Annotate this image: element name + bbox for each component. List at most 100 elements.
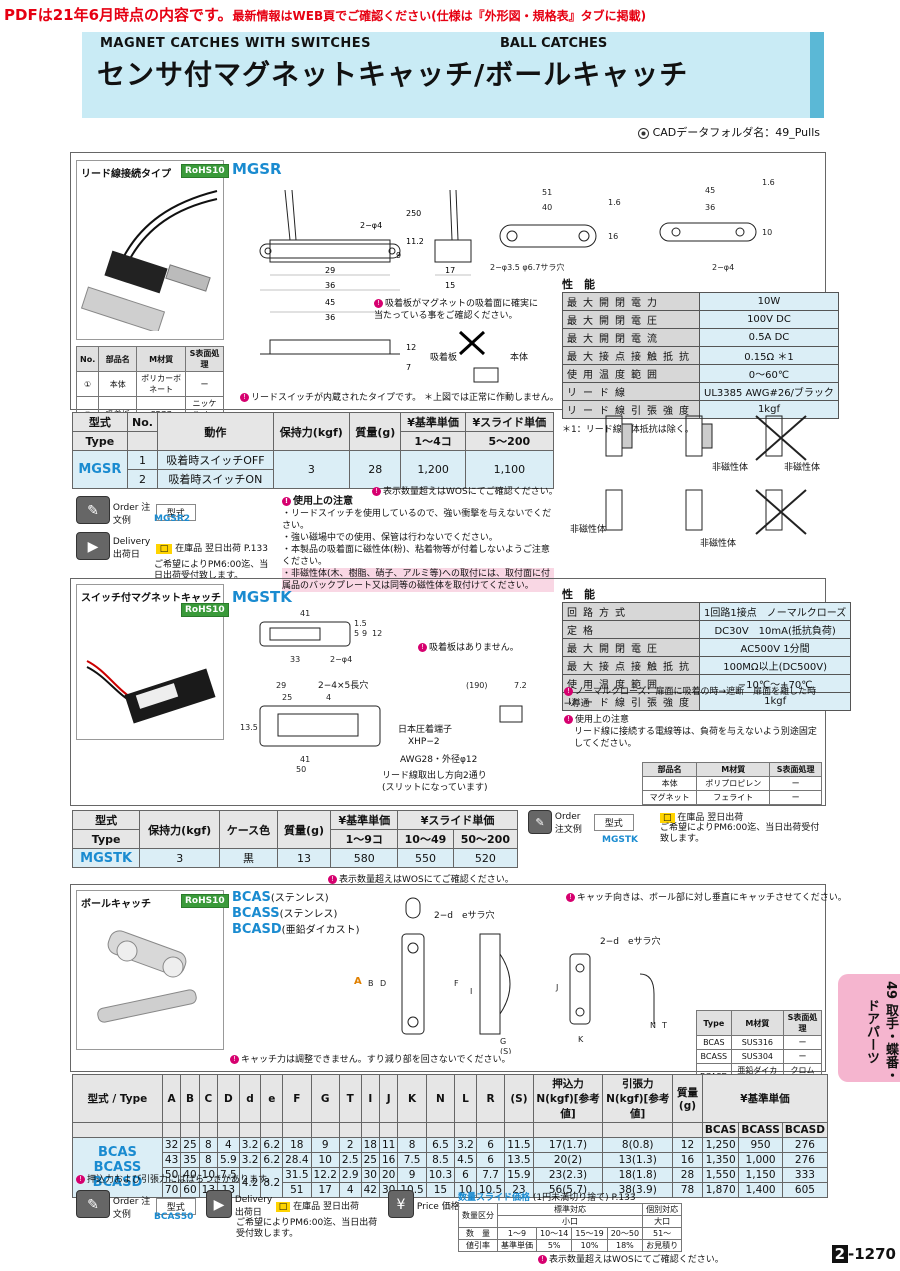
ball-cell: 28.4 bbox=[282, 1152, 312, 1168]
mat-cell: ポリカーボネート bbox=[136, 371, 186, 397]
ball-col-header: B bbox=[180, 1074, 200, 1123]
ball-cell: 32 bbox=[161, 1137, 182, 1153]
order-icon: ✎ bbox=[528, 810, 552, 834]
mat-row: 本体ポリプロピレンー bbox=[641, 776, 822, 791]
ball-cell: 12 bbox=[672, 1137, 703, 1153]
mat-header: M材質 bbox=[136, 346, 186, 372]
ball-cell: 333 bbox=[781, 1167, 829, 1183]
perf-key: 最大開閉電力 bbox=[562, 292, 700, 311]
ball-cell: 8.5 bbox=[425, 1152, 456, 1168]
mgsr-type-label: リード線接続タイプ bbox=[81, 169, 171, 180]
svg-text:29: 29 bbox=[276, 681, 286, 690]
ball-cell: 11.5 bbox=[504, 1137, 534, 1153]
perf-value: 1kgf bbox=[698, 692, 852, 711]
slide-qty-cell: 51〜 bbox=[642, 1227, 683, 1240]
stock-icon: □ bbox=[275, 1202, 291, 1212]
mgstk-product-photo bbox=[86, 660, 216, 724]
ball-cell: 10.3 bbox=[425, 1167, 456, 1183]
stock-icon: □ bbox=[660, 813, 675, 823]
svg-text:5: 5 bbox=[354, 629, 359, 638]
slide-qty-cell: 20〜50 bbox=[606, 1227, 644, 1240]
mgstk-hole-label: 2−4×5長穴 bbox=[318, 681, 369, 691]
ball-cell: 6 bbox=[454, 1167, 477, 1183]
ball-cell: 1,250 bbox=[701, 1137, 740, 1153]
delivery-truck-icon: ▶ bbox=[206, 1190, 232, 1218]
ball-cell: 4 bbox=[217, 1137, 240, 1153]
slide-rate-cell: 10% bbox=[571, 1239, 608, 1252]
svg-text:1.5: 1.5 bbox=[354, 619, 367, 628]
slide-qty-cell: 15〜19 bbox=[571, 1227, 608, 1240]
top-notice: PDFは21年6月時点の内容です。最新情報はWEB頁でご確認ください(仕様は『外… bbox=[4, 6, 647, 24]
perf-value: 0.15Ω ＊1 bbox=[699, 346, 839, 365]
mat-cell: 本体 bbox=[641, 776, 698, 791]
mgstk-delivery: □ 在庫品 翌日出荷 ご希望によりPM6:00迄、当日出荷受付致します。 bbox=[660, 813, 820, 844]
ball-blank bbox=[310, 1122, 340, 1138]
cad-folder: CADデータフォルダ名：49_Pulls bbox=[637, 124, 820, 140]
ball-blank bbox=[475, 1122, 506, 1138]
perf-value: AC500V 1分間 bbox=[698, 638, 852, 657]
ball-cell: 8 bbox=[198, 1152, 219, 1168]
mgsr-perf-title: 性 能 bbox=[562, 278, 595, 291]
mat-cell: ー bbox=[184, 371, 225, 397]
ball-blank bbox=[198, 1122, 219, 1138]
ball-delivery: ▶ Delivery 出荷日 □ 在庫品 翌日出荷 ご希望によりPM6:00迄、… bbox=[206, 1190, 378, 1240]
ball-cell: 4.5 bbox=[454, 1152, 477, 1168]
mat-header: 部品名 bbox=[98, 346, 138, 372]
ball-cell: 2.5 bbox=[338, 1152, 362, 1168]
svg-text:T: T bbox=[661, 1021, 667, 1030]
svg-text:36: 36 bbox=[325, 281, 335, 290]
mat-cell: BCAS bbox=[696, 1035, 732, 1050]
side-tab[interactable]: 49 取手・蝶番・ドアパーツ bbox=[838, 974, 900, 1082]
ball-cell: 3.2 bbox=[238, 1152, 262, 1168]
svg-text:B: B bbox=[368, 979, 374, 988]
svg-text:I: I bbox=[470, 987, 472, 996]
slide-price: 数量スライド価格 (1円未満切り捨て) P.133 数量区分標準対応個別対応 小… bbox=[458, 1193, 724, 1265]
ball-cell: 56(5.7) bbox=[532, 1182, 604, 1198]
ball-blank bbox=[504, 1122, 534, 1138]
ball-col-header: I bbox=[360, 1074, 380, 1123]
svg-text:1.6: 1.6 bbox=[762, 178, 775, 187]
nonmag-label-4: 非磁性体 bbox=[700, 539, 737, 549]
ball-cell: 20 bbox=[378, 1167, 399, 1183]
ball-cell: 4 bbox=[338, 1182, 362, 1198]
svg-text:45: 45 bbox=[325, 298, 335, 307]
rohs-badge: RoHS10 bbox=[181, 894, 229, 908]
ball-col-header: T bbox=[338, 1074, 362, 1123]
perf-key: 使用温度範囲 bbox=[562, 364, 700, 383]
perf-key: 最大開閉電流 bbox=[562, 328, 700, 347]
svg-text:9: 9 bbox=[396, 251, 401, 260]
ball-cell: 3.2 bbox=[454, 1137, 477, 1153]
page-number: 2-1270 bbox=[831, 1245, 896, 1263]
ball-cell: 7.7 bbox=[475, 1167, 506, 1183]
ball-type-header: 型式 / Type bbox=[72, 1074, 163, 1123]
svg-text:40: 40 bbox=[542, 203, 552, 212]
mat-header: No. bbox=[75, 346, 100, 372]
svg-text:7.2: 7.2 bbox=[514, 681, 527, 690]
mgstk-photo-box: スイッチ付マグネットキャッチ RoHS10 bbox=[76, 584, 229, 740]
mat-cell: フェライト bbox=[696, 790, 771, 805]
mgsr-delivery: ▶ Delivery 出荷日 □ 在庫品 翌日出荷 P.133 ご希望によりPM… bbox=[76, 532, 276, 582]
ball-cell: 10 bbox=[454, 1182, 477, 1198]
svg-text:9: 9 bbox=[362, 629, 367, 638]
svg-text:51: 51 bbox=[542, 188, 552, 197]
ball-row: 7060131351174423010.5151010.52356(5.7)38… bbox=[73, 1182, 829, 1198]
perf-value: 1kgf bbox=[699, 400, 839, 419]
ball-price-type-header: BCASS bbox=[738, 1122, 783, 1138]
ball-col-header: 質量(g) bbox=[672, 1074, 703, 1123]
ball-cell: 1,150 bbox=[738, 1167, 783, 1183]
ball-col-header: C bbox=[198, 1074, 219, 1123]
ball-cell: 6 bbox=[475, 1137, 506, 1153]
ball-blank bbox=[360, 1122, 380, 1138]
ball-blank bbox=[282, 1122, 312, 1138]
ball-price-type-header: BCAS bbox=[701, 1122, 740, 1138]
ball-cell: 40 bbox=[180, 1167, 200, 1183]
order-icon: ✎ bbox=[76, 1190, 110, 1218]
